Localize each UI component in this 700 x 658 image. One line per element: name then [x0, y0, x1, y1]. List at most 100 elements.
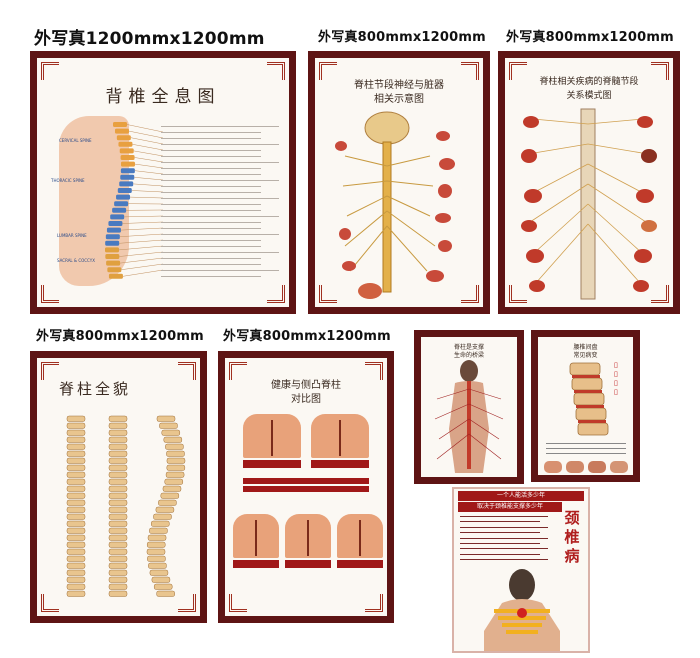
vertebra	[108, 471, 128, 478]
vertebra	[105, 254, 120, 259]
vertebra	[108, 273, 123, 279]
vertebra	[151, 576, 171, 583]
poster-title-line1: 脊柱是支撑	[453, 344, 484, 351]
vertebra	[66, 513, 86, 520]
vertebra	[147, 534, 167, 541]
vertebra	[164, 478, 184, 485]
vertebra	[108, 429, 128, 436]
vertebra	[66, 499, 86, 506]
vertebra	[66, 429, 86, 436]
leader-line	[120, 227, 164, 231]
vertebra	[106, 260, 121, 266]
vertebra	[66, 534, 86, 541]
leader-line	[119, 233, 164, 237]
label-bar	[233, 560, 279, 568]
poster-cervical-disease: 一个人能活多少年 取决于颈椎能支撑多少年 颈椎病	[452, 487, 590, 653]
table-line	[161, 162, 279, 163]
header-line1: 一个人能活多少年	[458, 491, 584, 501]
vertebra	[165, 471, 185, 478]
leader-line	[133, 150, 164, 157]
caption-poster-4: 外写真800mmx1200mm	[36, 329, 204, 344]
table-line	[161, 198, 279, 199]
spine-line	[339, 420, 341, 456]
vertebra	[166, 450, 185, 457]
poster-title-line2: 对比图	[291, 394, 321, 405]
poster-spine-overview: 脊柱全貌	[30, 351, 207, 623]
label-thoracic: THORACIC SPINE	[51, 178, 85, 183]
table-line	[161, 240, 261, 241]
vertebra	[108, 485, 128, 492]
poster-title-line2: 关系模式图	[566, 91, 612, 101]
vertebra	[108, 450, 128, 457]
vertebra	[120, 168, 135, 174]
vertebra	[161, 429, 181, 436]
vertebra	[66, 590, 86, 597]
vertebra	[108, 464, 128, 471]
spine-line	[359, 520, 361, 556]
vertebra	[155, 506, 175, 513]
table-line	[161, 168, 261, 169]
vertebra	[160, 492, 180, 499]
spine-illustration	[105, 122, 164, 279]
poster-title-line1: 脊柱节段神经与脏器	[354, 80, 444, 91]
vertebra	[66, 443, 86, 450]
text-line	[460, 526, 548, 528]
text-line	[460, 543, 540, 544]
vertebra	[107, 267, 122, 273]
poster-lumbar-disc: 腰椎间盘 常见病变 ▯▯▯▯	[531, 330, 640, 482]
vertebra	[66, 492, 86, 499]
table-line	[161, 186, 261, 187]
poster-title-line1: 脊柱相关疾病的脊髓节段	[539, 77, 639, 87]
caption-poster-5: 外写真800mmx1200mm	[223, 329, 391, 344]
caption-poster-3: 外写真800mmx1200mm	[506, 30, 674, 45]
vertebra	[108, 541, 128, 548]
vertebra	[163, 436, 183, 443]
poster-title-line2: 常见病变	[573, 352, 598, 359]
leader-line	[134, 170, 164, 175]
leader-line	[134, 157, 164, 163]
label-bar	[311, 460, 369, 468]
vertebra	[66, 436, 86, 443]
vertebra	[105, 234, 120, 240]
poster-nerve-organ: 脊柱节段神经与脏器 相关示意图	[308, 51, 490, 314]
table-line	[161, 276, 261, 277]
nervous-system-illustration	[335, 111, 455, 299]
vertebra	[117, 188, 132, 193]
vertebra	[116, 135, 131, 141]
vertebra	[66, 520, 86, 527]
vertebra	[166, 464, 186, 471]
leader-line	[119, 251, 164, 257]
poster-title-line2: 生命的桥梁	[453, 352, 484, 359]
vertebra	[105, 240, 120, 246]
table-line	[161, 192, 261, 193]
vertebra	[148, 562, 167, 569]
vertebra	[66, 527, 86, 534]
text-line	[460, 537, 548, 539]
poster-text-lines	[460, 516, 548, 564]
leader-line	[130, 196, 164, 199]
back-comparison-grid	[225, 406, 387, 616]
vertebra	[108, 590, 128, 597]
vertebra	[66, 464, 86, 471]
vertebra	[108, 436, 128, 443]
poster-title: 颈椎病	[564, 509, 580, 565]
label-bar	[243, 460, 301, 468]
vertebra	[66, 471, 86, 478]
table-line	[161, 216, 279, 217]
vertebra	[162, 485, 182, 492]
label-lumbar: LUMBAR SPINE	[57, 233, 87, 238]
red-vertical-text: ▯▯▯▯	[614, 361, 618, 396]
vertebra	[120, 155, 135, 160]
vertebra	[66, 415, 86, 422]
vertebra	[108, 492, 128, 499]
back-nerve-illustration	[434, 360, 504, 473]
vertebra	[108, 534, 128, 541]
vertebra	[112, 207, 127, 213]
vertebra	[118, 141, 133, 147]
vertebra	[156, 415, 176, 422]
table-line	[161, 222, 261, 223]
poster-scoliosis-comparison: 健康与侧凸脊柱 对比图	[218, 351, 394, 623]
table-line	[161, 204, 261, 205]
label-sacral: SACRAL & COCCYX	[57, 258, 95, 263]
vertebra	[146, 541, 166, 548]
